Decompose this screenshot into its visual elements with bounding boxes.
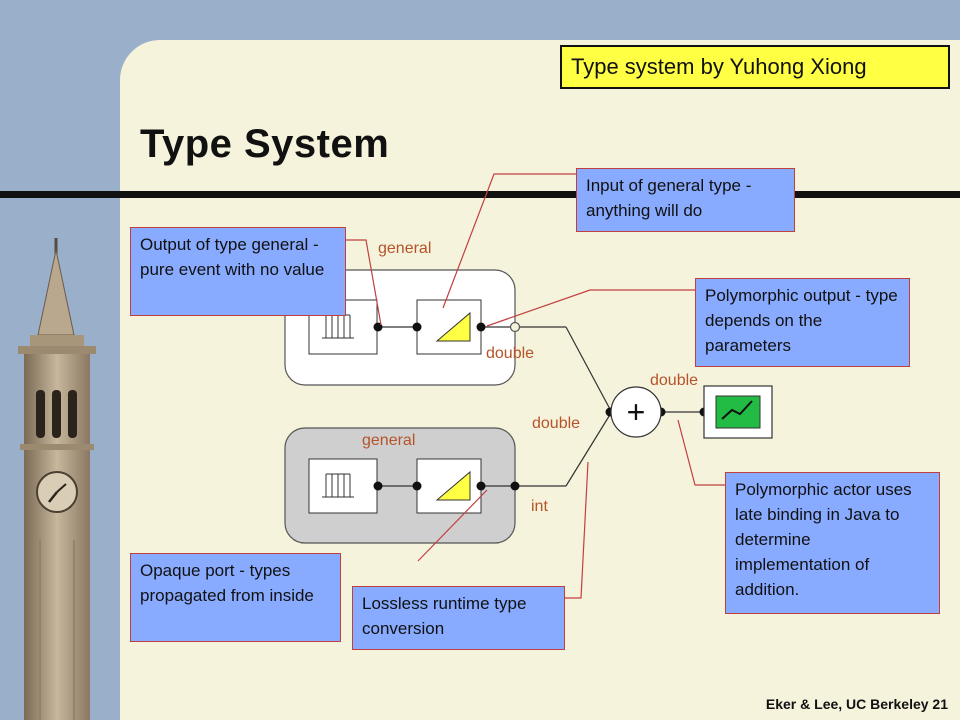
type-label-adder-out-double: double (650, 372, 699, 389)
credit-badge: Type system by Yuhong Xiong (560, 45, 950, 89)
callout-polymorphic-actor: Polymorphic actor uses late binding in J… (725, 472, 940, 614)
type-label-bottom-general: general (362, 432, 416, 449)
type-label-bottom-int: int (531, 498, 548, 515)
callout-opaque-port: Opaque port - types propagated from insi… (130, 553, 341, 642)
callout-polymorphic-output: Polymorphic output - type depends on the… (695, 278, 910, 367)
ramp-icon (416, 299, 482, 355)
footer-credit: Eker & Lee, UC Berkeley 21 (765, 696, 948, 712)
ramp-icon (416, 458, 482, 514)
pulse-source-icon (308, 458, 378, 514)
callout-lossless-conversion: Lossless runtime type conversion (352, 586, 565, 650)
callout-input-general: Input of general type - anything will do (576, 168, 795, 232)
title-divider (0, 191, 960, 198)
type-label-top-double: double (486, 345, 535, 362)
slide-title: Type System (140, 122, 390, 166)
svg-text:+: + (627, 394, 646, 430)
type-label-top-general: general (378, 240, 432, 257)
callout-output-general: Output of type general - pure event with… (130, 227, 346, 316)
transparent-port (509, 321, 521, 333)
plotter-icon (703, 385, 773, 439)
type-label-adder-in-double: double (532, 415, 581, 432)
adder-icon: + (610, 386, 662, 438)
